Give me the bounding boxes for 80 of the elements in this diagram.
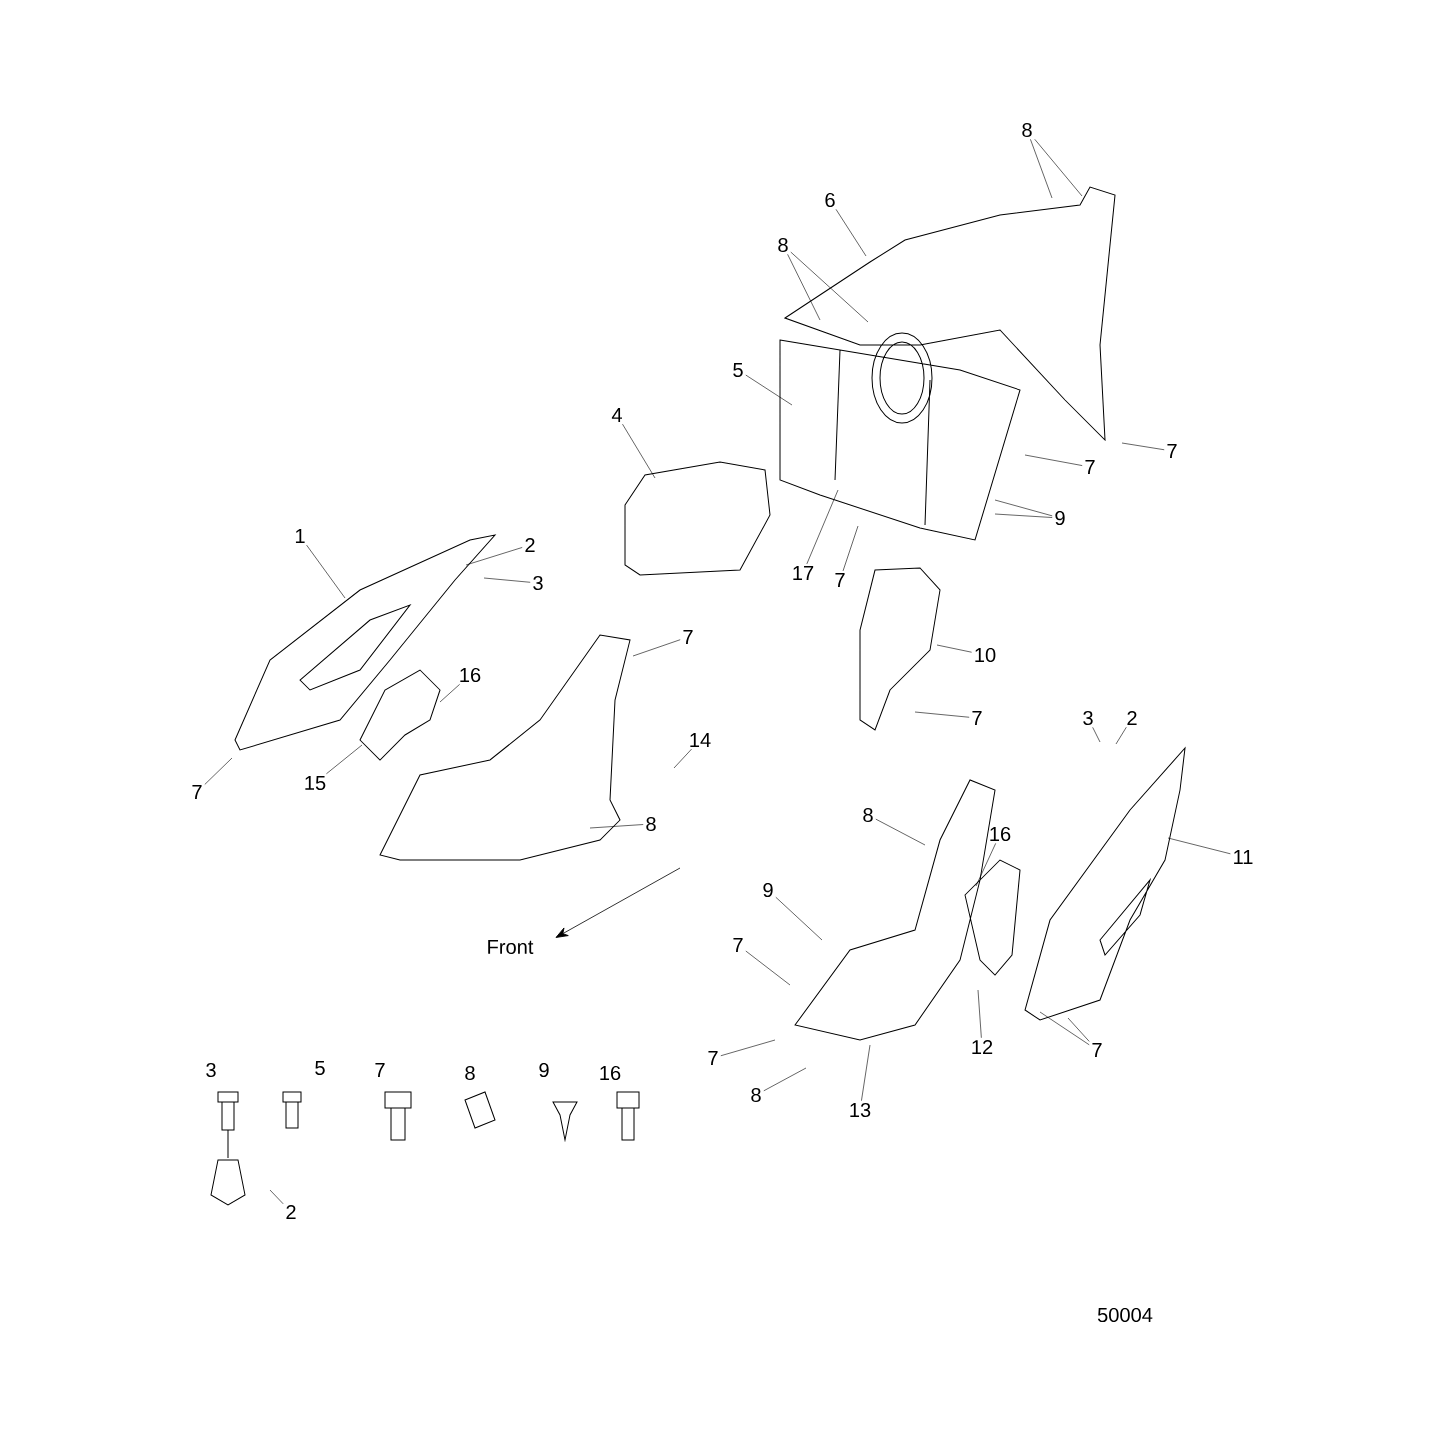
callout-number: 2	[286, 1205, 296, 1220]
callout-number: 7	[1085, 460, 1095, 474]
leader-line	[439, 684, 460, 703]
leader-line	[745, 374, 793, 406]
callout-number: 16	[600, 1065, 621, 1081]
callout-number: 12	[972, 1040, 993, 1055]
callout-number: 7	[375, 1063, 385, 1077]
callout-number: 5	[315, 1061, 325, 1075]
leader-line	[673, 748, 692, 769]
direction-label: Front	[488, 940, 534, 954]
callout-number: 11	[1234, 850, 1253, 864]
drawing-number: 50004	[1097, 1307, 1153, 1323]
leader-line	[1030, 139, 1053, 199]
leader-line	[1167, 837, 1231, 855]
callout-number: 1	[295, 529, 305, 543]
leader-line	[483, 577, 531, 583]
callout-number: 13	[850, 1102, 871, 1118]
leader-line	[745, 950, 791, 986]
callout-number: 8	[751, 1087, 761, 1103]
leader-line	[326, 744, 363, 775]
leader-line	[914, 711, 970, 718]
callout-number: 10	[975, 647, 996, 663]
callout-number: 2	[525, 538, 535, 552]
leader-line	[306, 544, 346, 599]
callout-number: 7	[1167, 444, 1177, 458]
leader-line	[1121, 442, 1165, 451]
callout-number: 7	[835, 573, 845, 587]
callout-number: 4	[611, 408, 622, 422]
callout-number: 15	[305, 776, 326, 790]
callout-number: 3	[1083, 710, 1093, 726]
leader-line	[632, 639, 681, 657]
leader-line	[994, 499, 1053, 517]
leader-line	[1024, 454, 1083, 466]
callout-number: 8	[778, 237, 788, 253]
leader-line	[835, 209, 867, 257]
leader-line	[1039, 1011, 1090, 1046]
callout-number: 8	[465, 1065, 475, 1081]
callout-number: 3	[206, 1062, 216, 1078]
leader-line	[269, 1189, 284, 1205]
callout-number: 9	[1055, 510, 1065, 526]
leader-line	[875, 818, 926, 846]
leader-line	[465, 547, 523, 566]
leader-line	[775, 896, 823, 941]
callout-number: 16	[460, 667, 481, 683]
leader-line	[806, 489, 839, 565]
callout-number: 14	[690, 733, 711, 747]
callout-number: 9	[763, 882, 773, 898]
leader-line	[787, 254, 821, 321]
leader-line	[842, 525, 859, 572]
leader-line	[589, 824, 644, 829]
callout-number: 7	[708, 1051, 718, 1065]
callout-number: 3	[533, 575, 543, 591]
leader-line	[1034, 139, 1083, 197]
callout-number: 7	[1092, 1043, 1102, 1057]
leader-line	[720, 1039, 776, 1057]
callout-number: 2	[1127, 711, 1137, 725]
callout-number: 17	[793, 566, 814, 580]
callout-number: 7	[733, 938, 743, 952]
leader-line	[622, 423, 656, 479]
leader-line	[861, 1044, 871, 1101]
callout-number: 8	[646, 816, 656, 832]
leader-line	[763, 1067, 807, 1092]
callout-number: 6	[825, 192, 835, 208]
leader-line	[994, 513, 1053, 518]
callout-number: 7	[683, 630, 693, 644]
callout-number: 16	[990, 826, 1011, 842]
leader-line	[975, 843, 996, 887]
leader-line	[1092, 727, 1101, 743]
callout-number: 7	[192, 785, 202, 799]
leader-line	[790, 251, 869, 323]
leader-line	[1067, 1017, 1090, 1042]
callout-number: 7	[972, 711, 982, 725]
callout-number: 8	[863, 807, 873, 823]
leader-line	[204, 757, 233, 785]
callout-number: 5	[733, 363, 743, 377]
leader-line	[936, 644, 972, 653]
callout-number: 8	[1022, 122, 1032, 138]
leader-line	[977, 989, 982, 1039]
callout-number: 9	[539, 1062, 549, 1078]
leader-line	[1115, 726, 1127, 745]
